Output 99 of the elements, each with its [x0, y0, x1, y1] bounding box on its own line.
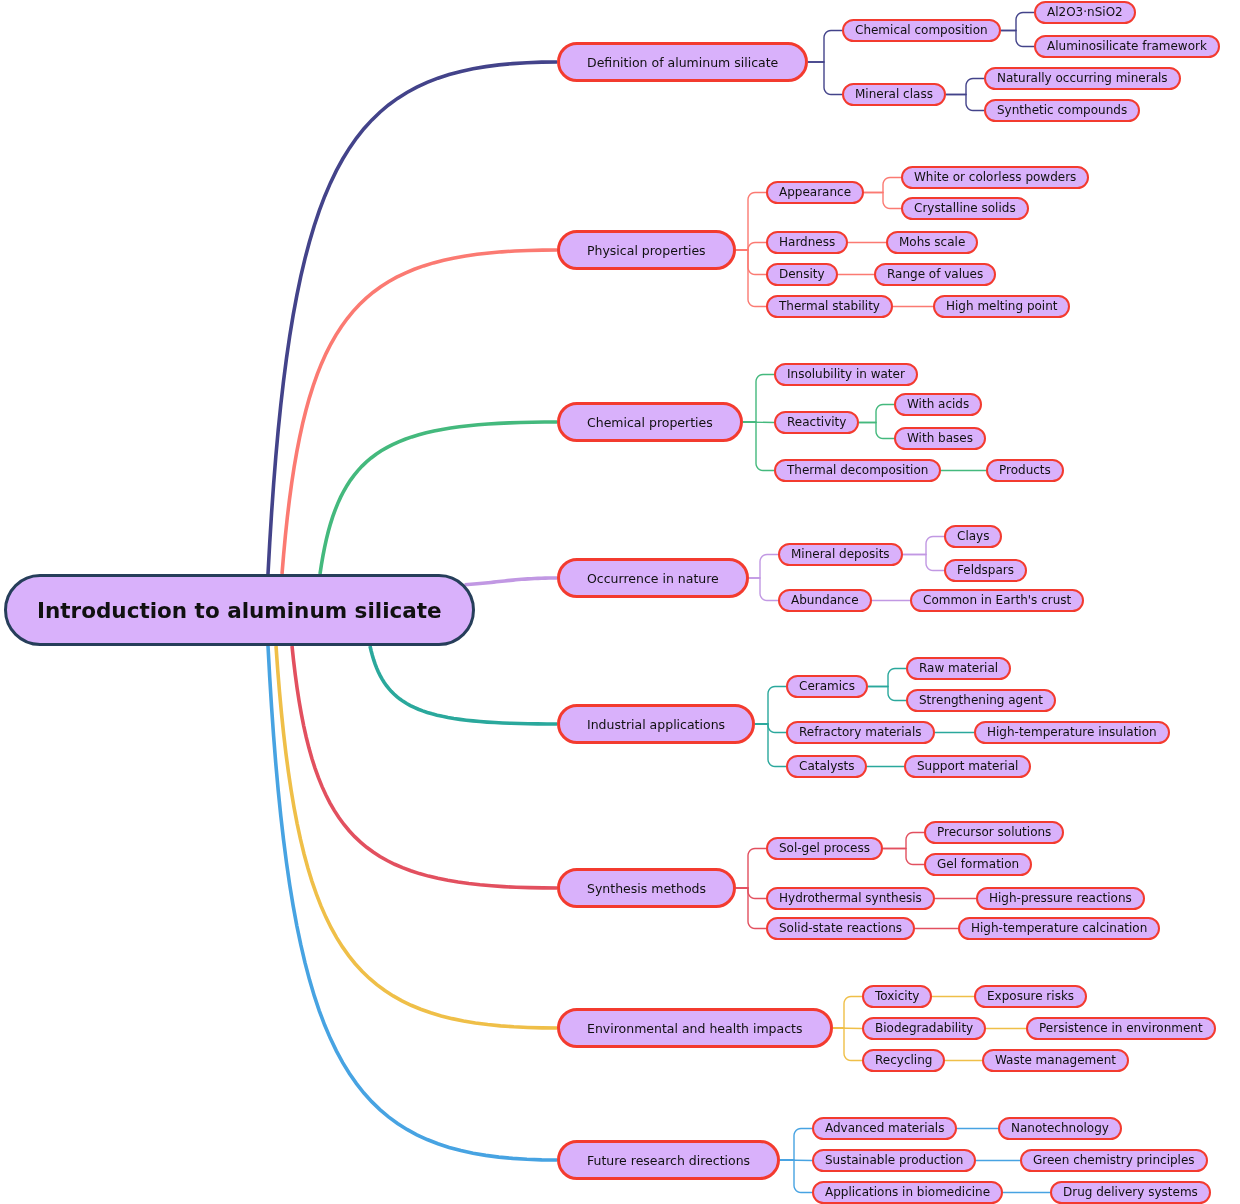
branch-line — [266, 645, 558, 1162]
connector-line — [847, 241, 887, 244]
branch-line — [318, 420, 557, 575]
branch-line — [464, 576, 557, 587]
branch-line — [280, 248, 557, 575]
branch-line — [274, 645, 557, 1030]
detail-topic: White or colorless powders — [901, 165, 1090, 189]
subtopic: Reactivity — [774, 410, 860, 434]
detail-topic: Clays — [944, 524, 1003, 548]
detail-topic: High-pressure reactions — [976, 886, 1145, 910]
subtopic: Appearance — [766, 180, 865, 204]
connector-line — [934, 731, 975, 734]
connector-line — [892, 305, 934, 308]
connector-line — [931, 995, 975, 998]
subtopic: Sustainable production — [812, 1148, 977, 1172]
detail-topic: Drug delivery systems — [1050, 1180, 1211, 1204]
connector-line — [934, 897, 977, 900]
connector-line — [735, 887, 767, 930]
branch-line — [290, 645, 557, 890]
connector-line — [985, 1027, 1027, 1030]
connector-line — [1002, 1191, 1051, 1194]
subtopic: Chemical composition — [842, 18, 1001, 42]
detail-topic: Exposure risks — [974, 984, 1088, 1008]
detail-topic: Aluminosilicate framework — [1034, 34, 1220, 58]
detail-topic: Green chemistry principles — [1020, 1148, 1208, 1172]
detail-topic: Common in Earth's crust — [910, 588, 1085, 612]
connector-line — [914, 927, 959, 930]
detail-topic: Range of values — [874, 262, 997, 286]
detail-topic: Gel formation — [924, 852, 1033, 876]
connector-line — [742, 421, 775, 472]
main-topic: Definition of aluminum silicate — [557, 42, 809, 82]
connector-line — [807, 61, 843, 96]
connector-line — [902, 553, 945, 572]
connector-line — [863, 191, 902, 210]
connector-line — [956, 1127, 999, 1130]
subtopic: Hydrothermal synthesis — [766, 886, 935, 910]
detail-topic: High-temperature insulation — [974, 720, 1170, 744]
main-topic: Occurrence in nature — [557, 558, 749, 598]
connector-line — [871, 599, 911, 602]
detail-topic: Mohs scale — [886, 230, 979, 254]
branch-line — [266, 60, 558, 575]
subtopic: Ceramics — [786, 674, 868, 698]
main-topic: Chemical properties — [557, 402, 743, 442]
main-topic: Synthesis methods — [557, 868, 737, 908]
connector-line — [944, 1059, 983, 1062]
detail-topic: Crystalline solids — [901, 196, 1029, 220]
detail-topic: With acids — [894, 392, 983, 416]
detail-topic: Strengthening agent — [906, 688, 1056, 712]
connector-line — [945, 93, 985, 112]
subtopic: Thermal stability — [766, 294, 893, 318]
connector-line — [867, 685, 907, 702]
connector-line — [837, 273, 875, 276]
detail-topic: Persistence in environment — [1026, 1016, 1216, 1040]
main-topic: Future research directions — [557, 1140, 781, 1180]
subtopic: Applications in biomedicine — [812, 1180, 1004, 1204]
subtopic: Biodegradability — [862, 1016, 987, 1040]
connector-line — [1000, 29, 1035, 48]
subtopic: Mineral class — [842, 82, 946, 106]
detail-topic: Feldspars — [944, 558, 1027, 582]
subtopic: Catalysts — [786, 754, 868, 778]
subtopic: Hardness — [766, 230, 849, 254]
detail-topic: Naturally occurring minerals — [984, 66, 1181, 90]
subtopic: Toxicity — [862, 984, 933, 1008]
detail-topic: Support material — [904, 754, 1032, 778]
connector-line — [882, 847, 925, 866]
connector-line — [779, 1159, 813, 1194]
detail-topic: Precursor solutions — [924, 820, 1065, 844]
connector-line — [735, 249, 767, 308]
subtopic: Refractory materials — [786, 720, 935, 744]
subtopic: Insolubility in water — [774, 362, 918, 386]
subtopic: Thermal decomposition — [774, 458, 942, 482]
detail-topic: Al2O3·nSiO2 — [1034, 0, 1136, 24]
connector-line — [975, 1159, 1021, 1162]
subtopic: Solid-state reactions — [766, 916, 916, 940]
detail-topic: High melting point — [933, 294, 1071, 318]
main-topic: Environmental and health impacts — [557, 1008, 833, 1048]
subtopic: Mineral deposits — [778, 542, 903, 566]
main-topic: Industrial applications — [557, 704, 756, 744]
detail-topic: Raw material — [906, 656, 1012, 680]
branch-line — [368, 645, 557, 726]
subtopic: Recycling — [862, 1048, 946, 1072]
detail-topic: Synthetic compounds — [984, 98, 1141, 122]
subtopic: Density — [766, 262, 838, 286]
detail-topic: High-temperature calcination — [958, 916, 1161, 940]
connector-line — [754, 723, 787, 768]
subtopic: Advanced materials — [812, 1116, 958, 1140]
central-topic: Introduction to aluminum silicate — [4, 574, 475, 646]
connector-line — [748, 577, 779, 602]
connector-line — [866, 765, 905, 768]
detail-topic: Products — [986, 458, 1064, 482]
connector-line — [858, 421, 895, 440]
subtopic: Abundance — [778, 588, 872, 612]
connector-line — [832, 1027, 863, 1062]
connector-line — [940, 469, 987, 472]
main-topic: Physical properties — [557, 230, 736, 270]
detail-topic: With bases — [894, 426, 986, 450]
detail-topic: Nanotechnology — [998, 1116, 1122, 1140]
detail-topic: Waste management — [982, 1048, 1129, 1072]
subtopic: Sol-gel process — [766, 836, 883, 860]
